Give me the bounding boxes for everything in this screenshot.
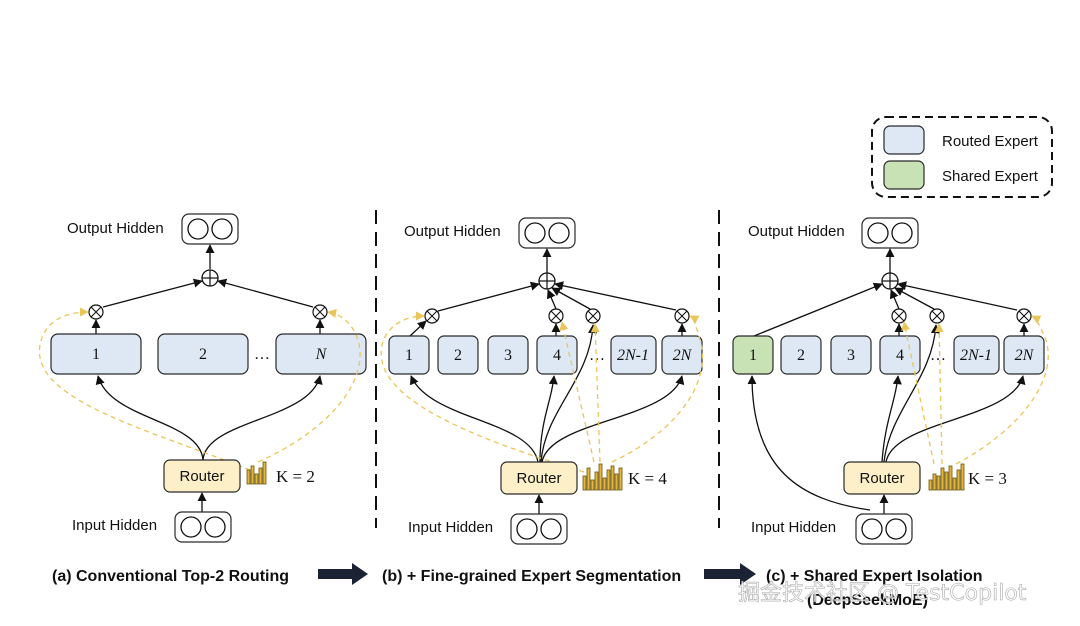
expert-block: 2N-1 — [953, 335, 1000, 375]
expert-block: 1 — [388, 335, 430, 375]
router-score-bars — [246, 461, 267, 485]
router-box: Router — [500, 461, 578, 495]
expert-label: 2 — [199, 346, 207, 363]
ellipsis: … — [930, 347, 946, 364]
shared-expert-block: 1 — [732, 335, 774, 375]
expert-label: 2N — [673, 347, 693, 364]
output-hidden-label: Output Hidden — [748, 223, 845, 240]
sum-node — [538, 272, 556, 290]
legend-routed-label: Routed Expert — [942, 133, 1039, 150]
router-label: Router — [516, 470, 561, 487]
multiply-node — [929, 308, 945, 324]
input-hidden-vector — [510, 513, 568, 545]
legend: Routed Expert Shared Expert — [871, 116, 1053, 198]
multiply-node — [674, 308, 690, 324]
ellipsis: … — [254, 346, 270, 363]
expert-label: N — [315, 346, 328, 363]
k-label: K = 2 — [276, 467, 315, 486]
router-label: Router — [859, 470, 904, 487]
multiply-node — [548, 308, 564, 324]
sum-node — [881, 272, 899, 290]
flow-arrow — [318, 563, 368, 585]
expert-block: 2N — [1003, 335, 1045, 375]
expert-label: 2 — [797, 347, 805, 364]
expert-block: 1 — [50, 333, 142, 375]
expert-label: 2 — [454, 347, 462, 364]
legend-shared-label: Shared Expert — [942, 168, 1039, 185]
expert-label: 1 — [405, 347, 413, 364]
expert-block: 3 — [830, 335, 872, 375]
panel-caption: (b) + Fine-grained Expert Segmentation — [382, 568, 681, 585]
expert-label: 2N — [1015, 347, 1035, 364]
input-hidden-vector — [174, 511, 232, 543]
output-hidden-label: Output Hidden — [67, 220, 164, 237]
expert-label: 3 — [847, 347, 855, 364]
expert-block: 2 — [157, 333, 249, 375]
flow-arrow — [704, 563, 756, 585]
k-label: K = 4 — [628, 469, 667, 488]
output-hidden-vector — [861, 217, 919, 249]
output-hidden-label: Output Hidden — [404, 223, 501, 240]
panel-caption: (a) Conventional Top-2 Routing — [52, 568, 289, 585]
legend-routed-swatch — [883, 125, 925, 155]
expert-label: 1 — [749, 347, 757, 364]
expert-label: 4 — [896, 347, 904, 364]
expert-label: 3 — [504, 347, 512, 364]
expert-block: 2N-1 — [610, 335, 657, 375]
expert-block: 2N — [661, 335, 703, 375]
multiply-node — [1016, 308, 1032, 324]
panel-c: Output Hidden — [732, 217, 1049, 609]
multiply-node — [891, 308, 907, 324]
router-box: Router — [843, 461, 921, 495]
legend-border — [871, 116, 1053, 198]
expert-block: 4 — [879, 335, 921, 375]
input-hidden-label: Input Hidden — [408, 519, 493, 536]
expert-label: 1 — [92, 346, 100, 363]
expert-block: 2 — [437, 335, 479, 375]
router-score-bars — [582, 463, 623, 491]
input-hidden-label: Input Hidden — [72, 517, 157, 534]
multiply-node — [585, 308, 601, 324]
expert-label: 2N-1 — [960, 347, 992, 364]
expert-label: 2N-1 — [617, 347, 649, 364]
router-box: Router — [163, 459, 241, 493]
output-hidden-vector — [518, 217, 576, 249]
multiply-node — [88, 304, 104, 320]
sum-node — [201, 269, 219, 287]
router-score-bars — [928, 463, 965, 491]
input-hidden-label: Input Hidden — [751, 519, 836, 536]
panel-caption-line2: (DeepSeekMoE) — [807, 592, 928, 609]
multiply-node — [312, 304, 328, 320]
multiply-node — [424, 308, 440, 324]
panel-caption: (c) + Shared Expert Isolation — [766, 568, 983, 585]
k-label: K = 3 — [968, 469, 1007, 488]
router-label: Router — [179, 468, 224, 485]
expert-block: 4 — [536, 335, 578, 375]
panel-b: Output Hidden — [380, 217, 756, 585]
panel-a: Output Hidden 1 — [38, 213, 368, 585]
expert-block: 3 — [487, 335, 529, 375]
input-hidden-vector — [855, 513, 913, 545]
output-hidden-vector — [181, 213, 239, 245]
watermark: 掘金技术社区 @ TestCopilot — [738, 581, 1027, 606]
expert-block: 2 — [780, 335, 822, 375]
expert-label: 4 — [553, 347, 561, 364]
legend-shared-swatch — [883, 160, 925, 190]
expert-block: N — [275, 333, 367, 375]
ellipsis: … — [589, 347, 605, 364]
